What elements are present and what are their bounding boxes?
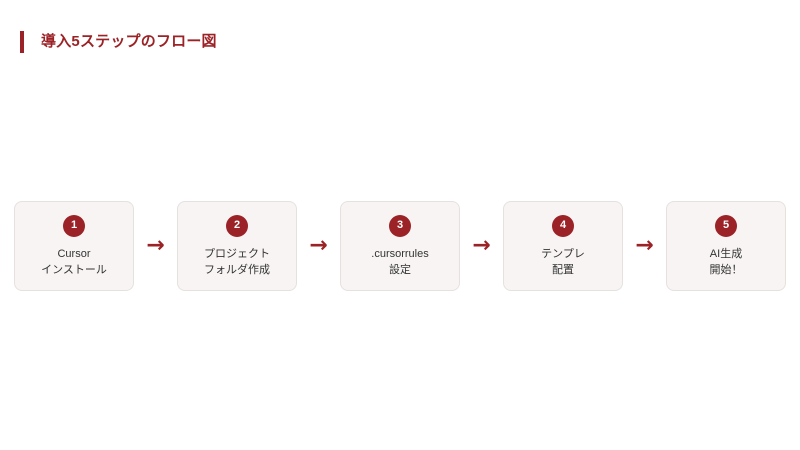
step-label-line1: .cursorrules [371,247,429,260]
step-label: AI生成 開始！ [667,246,785,278]
flow-arrow-icon: → [309,233,328,258]
flow-step-card-3[interactable]: 3 .cursorrules 設定 [340,201,460,291]
step-label-line1: AI生成 [709,247,743,260]
flow-step-card-1[interactable]: 1 Cursor インストール [14,201,134,291]
step-label-line1: プロジェクト [204,247,270,260]
flow-diagram: 1 Cursor インストール → 2 プロジェクト フォルダ作成 → 3 .c… [14,201,786,291]
step-label: Cursor インストール [15,246,133,278]
flow-step-card-4[interactable]: 4 テンプレ 配置 [503,201,623,291]
step-number-badge: 2 [226,214,248,237]
step-label-line1: Cursor [57,247,91,260]
step-label-line2: フォルダ作成 [204,263,270,276]
step-label-line2: 開始！ [709,263,743,276]
flow-arrow-icon: → [146,233,165,258]
step-number-badge: 3 [389,214,411,237]
flow-step-card-5[interactable]: 5 AI生成 開始！ [666,201,786,291]
step-label-line2: 設定 [389,263,411,276]
flow-step-card-2[interactable]: 2 プロジェクト フォルダ作成 [177,201,297,291]
page-title-row: 導入5ステップのフロー図 [20,31,217,53]
step-label-line1: テンプレ [541,247,585,260]
step-number-badge: 1 [63,214,85,237]
step-label: テンプレ 配置 [504,246,622,278]
step-label-line2: インストール [41,263,107,276]
step-number-badge: 5 [715,214,737,237]
step-label: プロジェクト フォルダ作成 [178,246,296,278]
flow-arrow-icon: → [635,233,654,258]
step-label: .cursorrules 設定 [341,246,459,278]
step-label-line2: 配置 [552,263,574,276]
flow-arrow-icon: → [472,233,491,258]
title-accent-bar [20,31,24,53]
page-title: 導入5ステップのフロー図 [41,33,217,50]
step-number-badge: 4 [552,214,574,237]
